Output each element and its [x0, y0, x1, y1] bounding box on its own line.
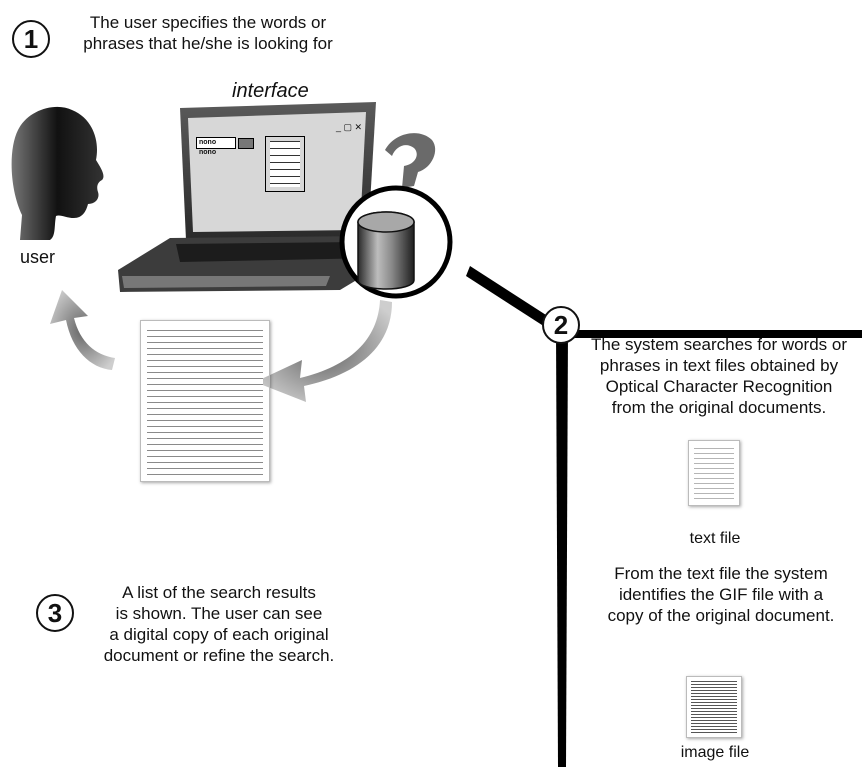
step1-line2: phrases that he/she is looking for: [83, 34, 333, 53]
laptop-results-panel: [265, 136, 305, 192]
image-file-thumbnail: [686, 676, 742, 738]
search-box-text: nono nono: [199, 139, 217, 156]
step3-line2: is shown. The user can see: [115, 604, 323, 623]
user-head-silhouette: [11, 106, 104, 240]
return-arrow: [50, 290, 115, 370]
step2b-line2: identifies the GIF file with a: [618, 585, 824, 604]
step3-line1: A list of the search results: [122, 583, 316, 602]
laptop-window-controls: _ ▢ ✕: [336, 122, 363, 132]
results-arrow: [255, 300, 392, 402]
laptop-search-button: [238, 138, 254, 149]
step2-line2: phrases in text files obtained by: [599, 356, 839, 375]
step2b-line3: copy of the original document.: [607, 606, 835, 625]
step3-description: A list of the search results is shown. T…: [74, 582, 364, 666]
laptop-search-box: nono nono: [196, 137, 236, 156]
step3-number: 3: [36, 594, 74, 632]
text-file-thumbnail: [688, 440, 740, 506]
step2-description: The system searches for words or phrases…: [576, 334, 862, 418]
step3-line3: a digital copy of each original: [109, 625, 329, 644]
step2-line3: Optical Character Recognition: [605, 377, 833, 396]
step2-number: 2: [542, 306, 580, 344]
step2-line1: The system searches for words or: [590, 335, 848, 354]
interface-label: interface: [232, 80, 309, 102]
process-swoosh: [385, 133, 436, 188]
step3-line4: document or refine the search.: [103, 646, 335, 665]
step1-number: 1: [12, 20, 50, 58]
step2b-description: From the text file the system identifies…: [580, 563, 862, 626]
search-results-document: [140, 320, 270, 482]
user-label: user: [20, 247, 56, 267]
step1-line1: The user specifies the words or: [89, 13, 327, 32]
step2b-line1: From the text file the system: [614, 564, 828, 583]
text-file-label: text file: [689, 530, 741, 547]
step1-description: The user specifies the words or phrases …: [58, 12, 358, 54]
step2-line4: from the original documents.: [611, 398, 827, 417]
image-file-label: image file: [680, 744, 750, 761]
